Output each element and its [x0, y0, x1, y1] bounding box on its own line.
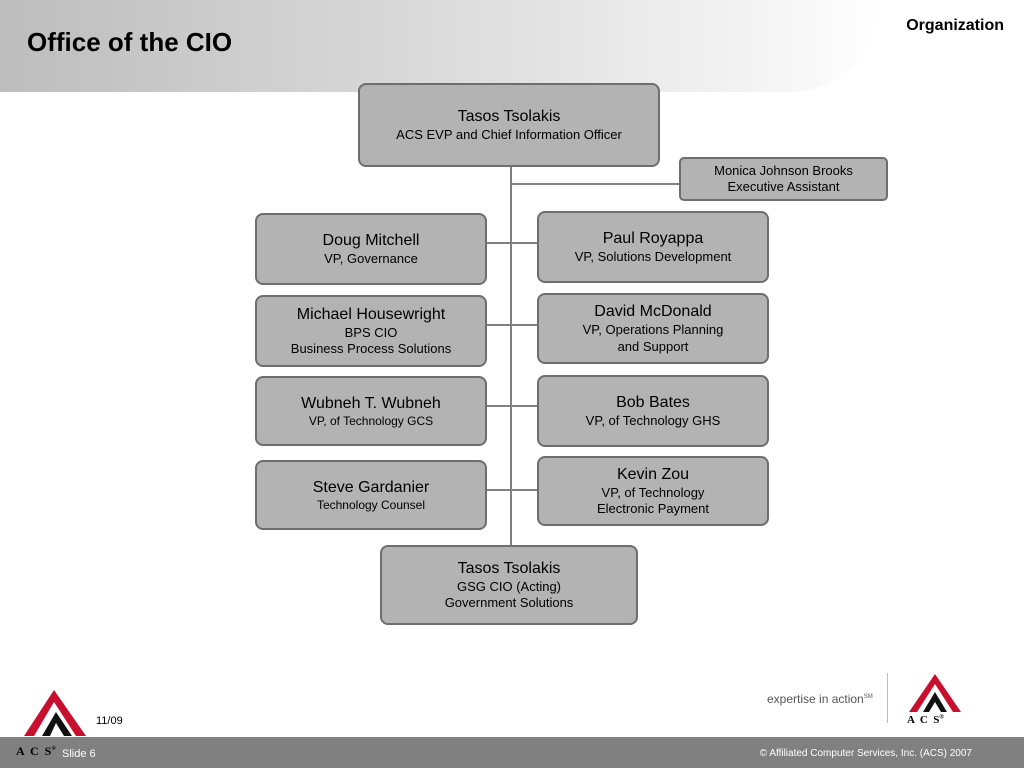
header-band: [0, 0, 880, 92]
logo-letters-left: A C S®: [16, 744, 56, 759]
org-box-left-3: Wubneh T. Wubneh VP, of Technology GCS: [255, 376, 487, 446]
left-1-name: Doug Mitchell: [322, 231, 420, 249]
head-title: ACS EVP and Chief Information Officer: [396, 126, 622, 142]
tagline-mark: SM: [863, 694, 873, 700]
assistant-name: Monica Johnson Brooks: [714, 162, 853, 178]
bottom-name: Tasos Tsolakis: [457, 559, 561, 577]
slide-number: Slide 6: [62, 748, 96, 760]
connector-right-1: [511, 242, 538, 244]
connector-left-3: [486, 405, 511, 407]
left-2-unit: Business Process Solutions: [290, 341, 452, 356]
connector-left-2: [486, 324, 511, 326]
copyright: © Affiliated Computer Services, Inc. (AC…: [759, 748, 972, 759]
section-label: Organization: [906, 17, 1004, 34]
tagline: expertise in actionSM: [767, 692, 873, 706]
logo-left-mark: ®: [51, 746, 56, 752]
left-4-title: Technology Counsel: [316, 497, 426, 512]
connector-trunk: [510, 166, 512, 547]
bottom-unit: Government Solutions: [444, 595, 574, 610]
org-box-right-4: Kevin Zou VP, of Technology Electronic P…: [537, 456, 769, 526]
acs-logo-icon: [909, 674, 961, 712]
right-1-name: Paul Royappa: [602, 229, 704, 247]
tagline-text: expertise in action: [767, 692, 864, 706]
logo-letters-left-text: A C S: [16, 744, 52, 758]
head-name: Tasos Tsolakis: [457, 107, 561, 125]
connector-right-4: [511, 489, 538, 491]
right-1-title: VP, Solutions Development: [574, 248, 732, 264]
connector-left-1: [486, 242, 511, 244]
org-box-bottom: Tasos Tsolakis GSG CIO (Acting) Governme…: [380, 545, 638, 625]
right-2-title-cont: and Support: [617, 338, 689, 354]
left-1-title: VP, Governance: [324, 250, 418, 266]
left-2-name: Michael Housewright: [296, 305, 446, 323]
connector-left-4: [486, 489, 511, 491]
bottom-title: GSG CIO (Acting): [456, 578, 562, 594]
logo-divider: [887, 673, 888, 723]
org-box-assistant: Monica Johnson Brooks Executive Assistan…: [679, 157, 888, 201]
right-4-title: VP, of Technology: [601, 484, 705, 500]
footer-bar: [0, 737, 1024, 768]
right-4-name: Kevin Zou: [616, 465, 690, 483]
right-4-unit: Electronic Payment: [597, 501, 709, 516]
left-3-name: Wubneh T. Wubneh: [301, 394, 441, 412]
org-box-head: Tasos Tsolakis ACS EVP and Chief Informa…: [358, 83, 660, 167]
connector-right-3: [511, 405, 538, 407]
connector-assistant: [511, 183, 680, 185]
org-box-right-2: David McDonald VP, Operations Planning a…: [537, 293, 769, 364]
left-2-title: BPS CIO: [344, 324, 398, 340]
org-box-left-4: Steve Gardanier Technology Counsel: [255, 460, 487, 530]
date-label: 11/09: [96, 715, 123, 727]
right-3-title: VP, of Technology GHS: [585, 412, 721, 428]
left-4-name: Steve Gardanier: [312, 478, 430, 496]
org-box-left-1: Doug Mitchell VP, Governance: [255, 213, 487, 285]
logo-letters-text: A C S: [907, 714, 940, 726]
right-3-name: Bob Bates: [616, 393, 690, 411]
assistant-title: Executive Assistant: [727, 179, 840, 194]
org-box-right-3: Bob Bates VP, of Technology GHS: [537, 375, 769, 447]
left-3-title: VP, of Technology GCS: [308, 413, 434, 428]
org-box-left-2: Michael Housewright BPS CIO Business Pro…: [255, 295, 487, 367]
right-2-name: David McDonald: [594, 303, 712, 321]
logo-mark: ®: [939, 714, 944, 721]
org-box-right-1: Paul Royappa VP, Solutions Development: [537, 211, 769, 283]
slide-title: Office of the CIO: [27, 27, 233, 57]
connector-right-2: [511, 324, 538, 326]
acs-logo-left-icon: [24, 690, 86, 736]
logo-letters-right: A C S®: [907, 714, 944, 726]
right-2-title: VP, Operations Planning: [582, 322, 724, 338]
